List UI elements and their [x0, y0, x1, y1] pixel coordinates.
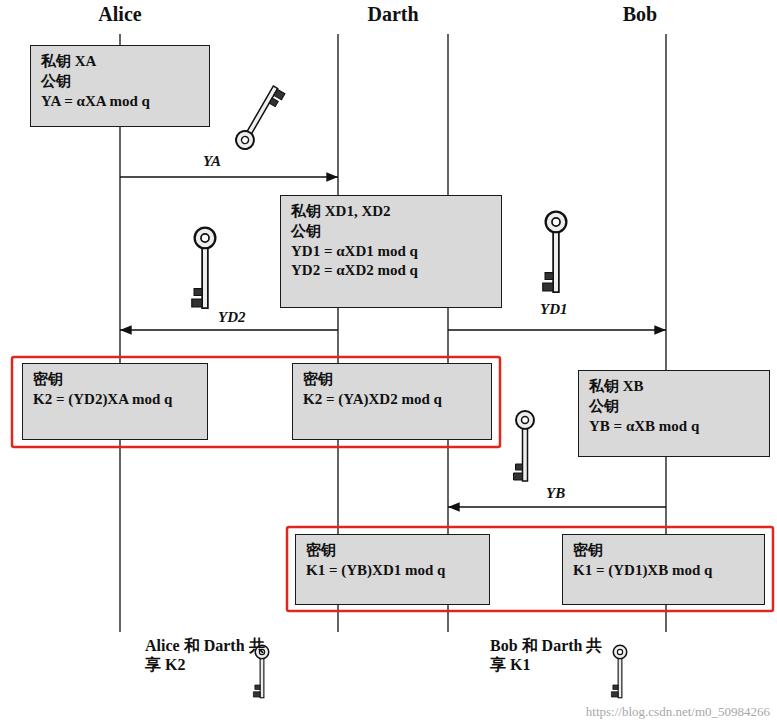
key-box: 私钥 XA公钥YA = αXA mod q	[30, 45, 210, 127]
shared-key-note: Alice 和 Darth 共享 K2	[145, 636, 270, 674]
box-text: K2 = (YA)XD2 mod q	[303, 390, 442, 410]
key-box: 密钥K2 = (YA)XD2 mod q	[292, 363, 492, 440]
watermark: https://blog.csdn.net/m0_50984266	[420, 704, 770, 720]
box-text: YD1 = αXD1 mod q	[291, 242, 418, 262]
highlight-frame	[287, 527, 773, 611]
key-icon	[611, 645, 626, 698]
box-text: 密钥	[306, 541, 336, 561]
box-text: 私钥 XB	[589, 377, 644, 397]
message-arrow	[448, 506, 666, 507]
key-icon	[543, 212, 567, 293]
box-text: 公钥	[291, 222, 321, 242]
actor-name: Bob	[610, 2, 670, 26]
message-label: YA	[203, 152, 243, 170]
box-text: 密钥	[33, 370, 63, 390]
box-text: YD2 = αXD2 mod q	[291, 261, 418, 281]
box-text: YA = αXA mod q	[41, 92, 150, 112]
key-icon	[233, 83, 286, 154]
message-label: YD1	[540, 300, 590, 318]
key-box: 私钥 XB公钥YB = αXB mod q	[578, 370, 770, 457]
message-arrow	[120, 176, 338, 177]
key-box: 密钥K1 = (YB)XD1 mod q	[295, 534, 490, 605]
box-text: K2 = (YD2)XA mod q	[33, 390, 172, 410]
box-text: 公钥	[41, 72, 71, 92]
key-box: 密钥K1 = (YD1)XB mod q	[562, 534, 765, 605]
box-text: 私钥 XD1, XD2	[291, 202, 391, 222]
actor-name: Darth	[353, 2, 433, 26]
box-text: 私钥 XA	[41, 52, 96, 72]
actor-name: Alice	[80, 2, 160, 26]
key-icon	[192, 228, 216, 309]
key-icon	[514, 411, 535, 481]
box-text: 密钥	[573, 541, 603, 561]
shared-key-note: Bob 和 Darth 共享 K1	[490, 636, 608, 674]
message-arrow	[448, 329, 666, 330]
box-text: 公钥	[589, 397, 619, 417]
box-text: K1 = (YB)XD1 mod q	[306, 561, 445, 581]
message-label: YB	[546, 484, 586, 502]
key-box: 密钥K2 = (YD2)XA mod q	[22, 363, 208, 440]
message-label: YD2	[218, 308, 268, 326]
box-text: K1 = (YD1)XB mod q	[573, 561, 712, 581]
box-text: 密钥	[303, 370, 333, 390]
message-arrow	[120, 329, 338, 330]
key-box: 私钥 XD1, XD2公钥YD1 = αXD1 mod qYD2 = αXD2 …	[280, 195, 502, 308]
box-text: YB = αXB mod q	[589, 417, 699, 437]
highlight-frame	[12, 357, 500, 447]
